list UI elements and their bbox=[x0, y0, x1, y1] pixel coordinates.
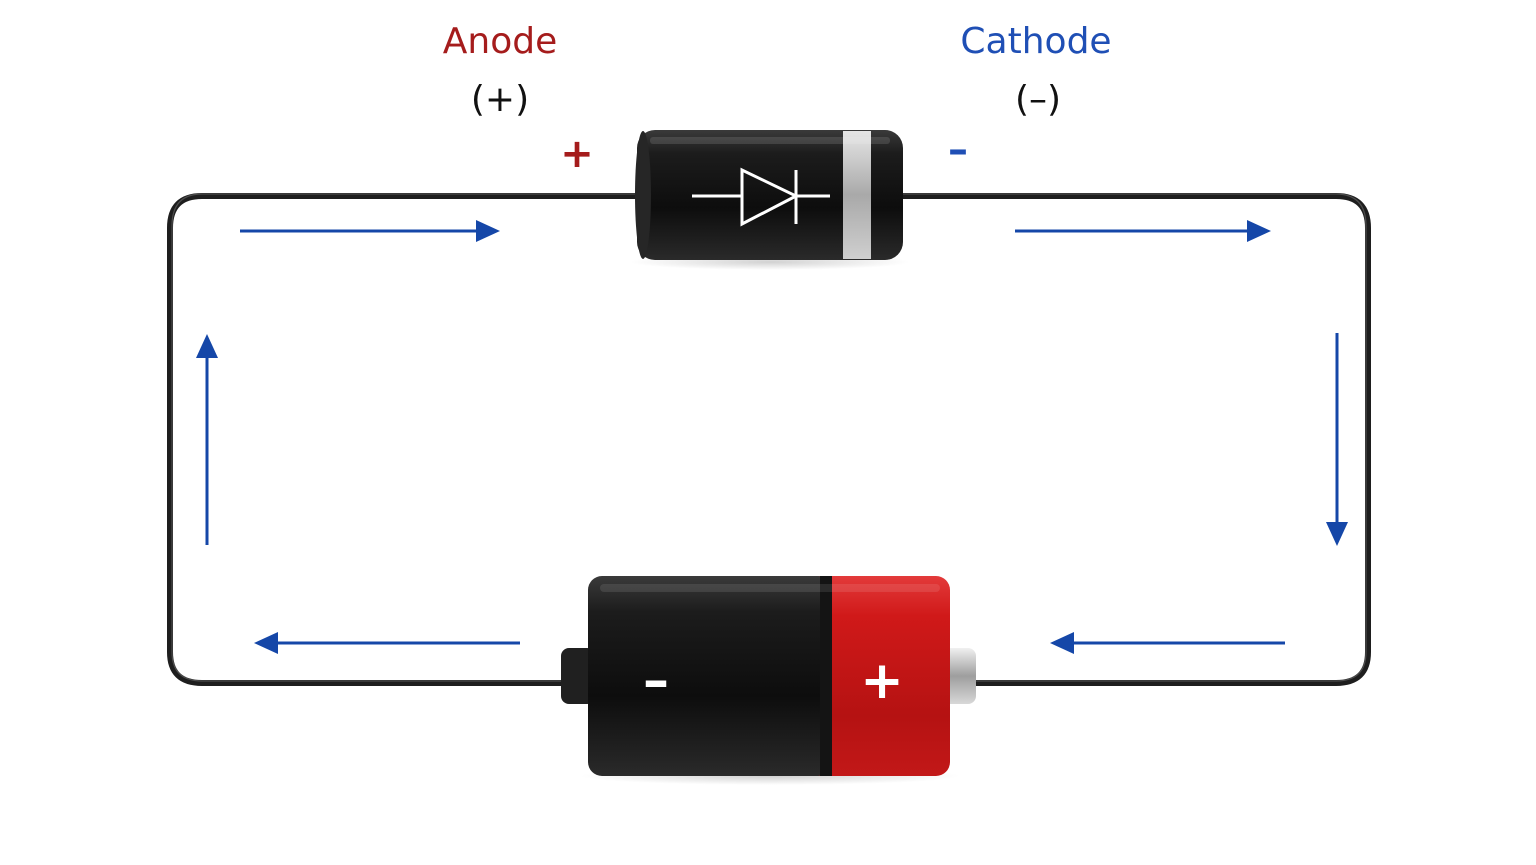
anode-polarity-label: (+) bbox=[470, 79, 530, 120]
battery-negative-label: – bbox=[643, 651, 669, 711]
arrow-icon-left-up bbox=[196, 334, 218, 545]
battery-cap bbox=[800, 576, 950, 776]
battery-negative-terminal bbox=[561, 648, 595, 704]
diode-cathode-band bbox=[843, 131, 871, 259]
diode-end-cap bbox=[635, 131, 651, 259]
battery-body bbox=[588, 576, 832, 776]
battery-icon: – + bbox=[561, 576, 976, 785]
battery-positive-terminal bbox=[942, 648, 976, 704]
cathode-polarity-label: (–) bbox=[1014, 79, 1062, 120]
battery-positive-label: + bbox=[860, 651, 904, 711]
current-flow-arrows bbox=[196, 220, 1348, 654]
arrow-icon-top-left bbox=[240, 220, 500, 242]
arrow-icon-top-right bbox=[1015, 220, 1271, 242]
anode-sign: + bbox=[560, 131, 594, 177]
battery-body-edge bbox=[820, 576, 832, 776]
circuit-wire-highlight bbox=[171, 193, 1367, 682]
arrow-icon-bottom-left bbox=[254, 632, 520, 654]
cathode-sign: – bbox=[948, 127, 968, 173]
diode-symbol-icon bbox=[692, 167, 830, 227]
cathode-label: Cathode bbox=[960, 21, 1112, 62]
diode-body bbox=[637, 130, 903, 260]
circuit-wire bbox=[167, 193, 1371, 686]
arrow-icon-bottom-right bbox=[1050, 632, 1285, 654]
diode-component bbox=[630, 130, 910, 270]
diode-highlight bbox=[650, 137, 890, 144]
anode-label: Anode bbox=[442, 21, 558, 62]
battery-highlight bbox=[600, 584, 940, 592]
arrow-icon-right-down bbox=[1326, 333, 1348, 546]
